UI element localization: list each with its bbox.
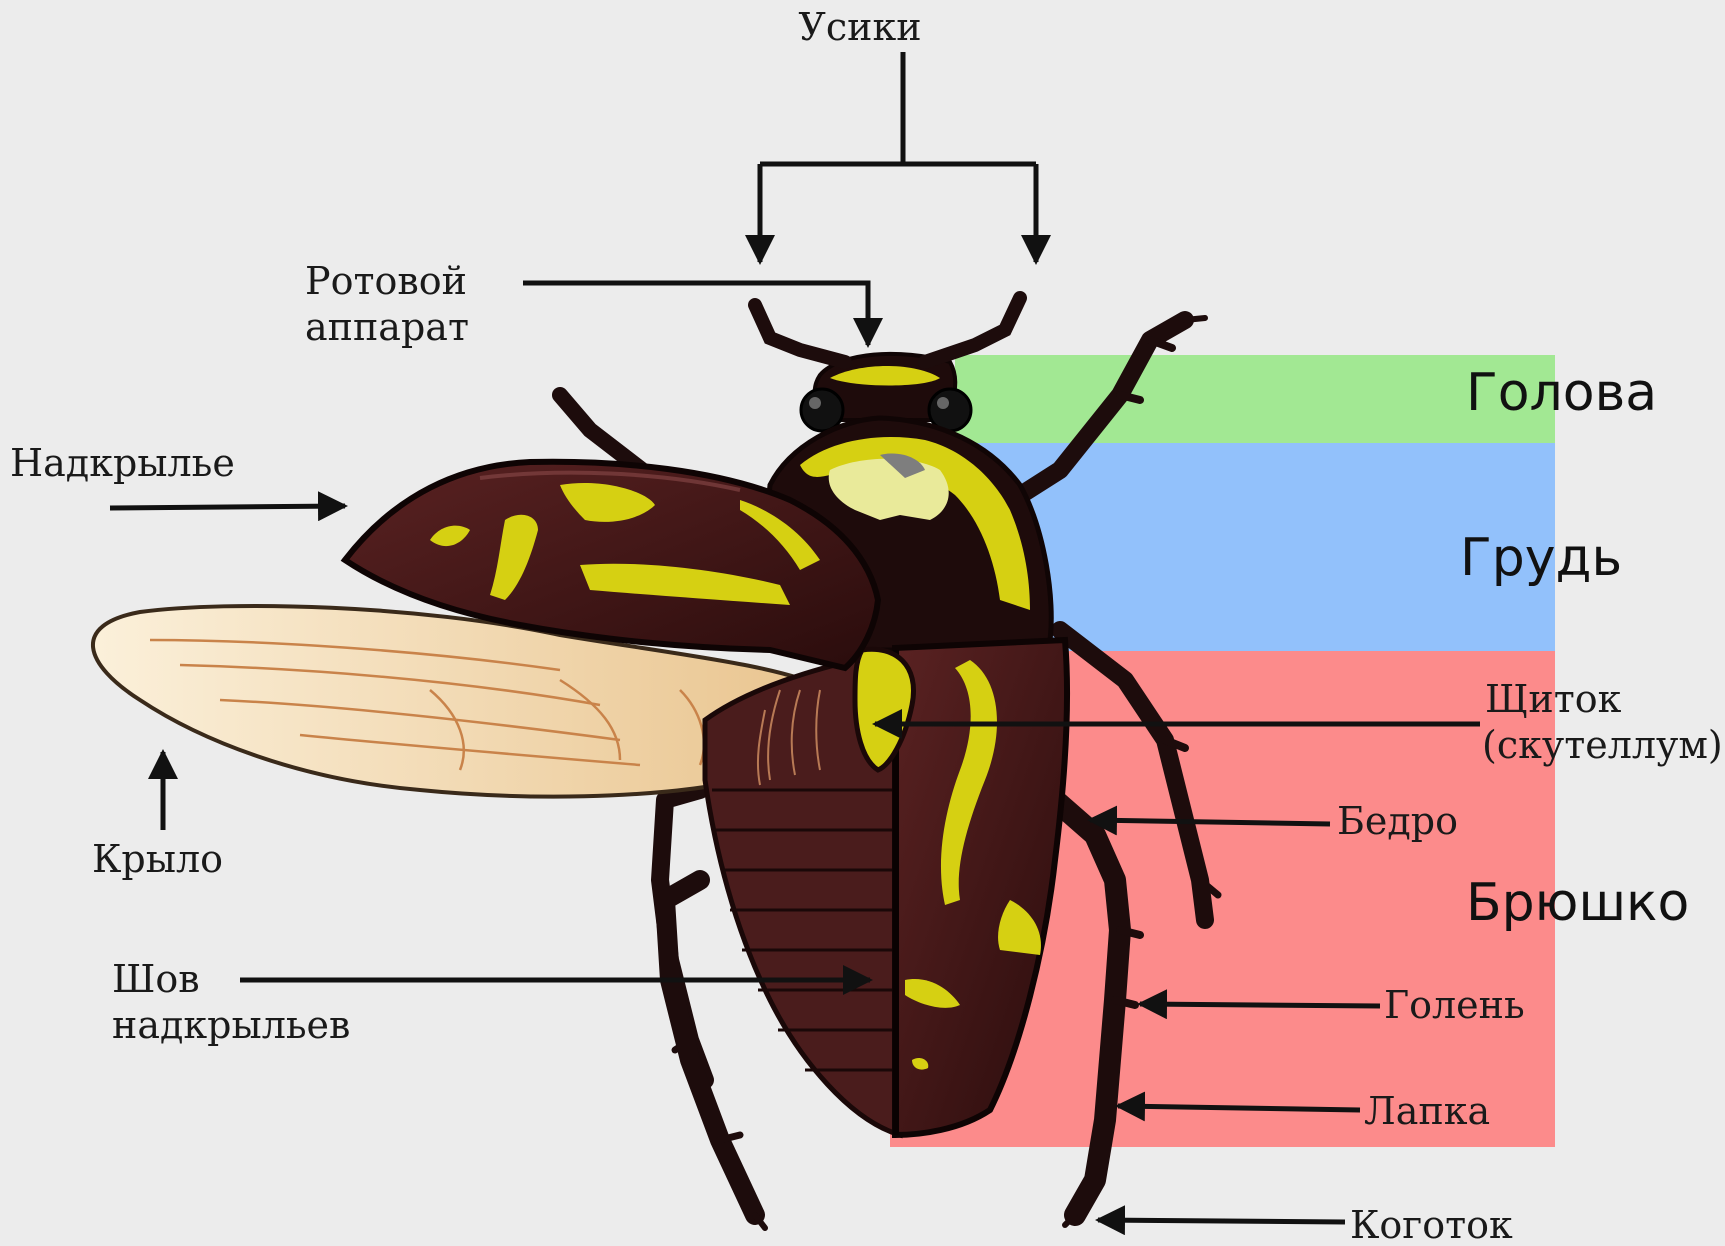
label-elytron: Надкрылье: [10, 441, 235, 485]
label-claw: Коготок: [1350, 1203, 1513, 1246]
head-band: [955, 355, 1555, 443]
label-mouthparts-2: аппарат: [305, 305, 469, 349]
label-suture-1: Шов: [112, 957, 200, 1001]
label-femur: Бедро: [1337, 799, 1458, 843]
label-mouthparts-1: Ротовой: [305, 259, 467, 303]
segment-head-label: Голова: [1466, 363, 1657, 423]
label-scutellum-1: Щиток: [1485, 677, 1622, 721]
claw-pointer: [1098, 1220, 1345, 1222]
label-antennae: Усики: [798, 5, 921, 49]
label-scutellum-2: (скутеллум): [1482, 723, 1723, 767]
segment-abdomen-label: Брюшко: [1466, 873, 1689, 933]
label-suture-2: надкрыльев: [112, 1003, 350, 1047]
tibia-pointer: [1140, 1004, 1380, 1006]
label-tibia: Голень: [1384, 983, 1525, 1027]
label-wing: Крыло: [92, 837, 223, 881]
eye-left: [801, 389, 843, 431]
label-tarsus: Лапка: [1364, 1089, 1490, 1133]
mouthparts-pointer: [523, 283, 868, 345]
segment-thorax-label: Грудь: [1460, 528, 1622, 588]
elytron-pointer: [110, 506, 345, 508]
